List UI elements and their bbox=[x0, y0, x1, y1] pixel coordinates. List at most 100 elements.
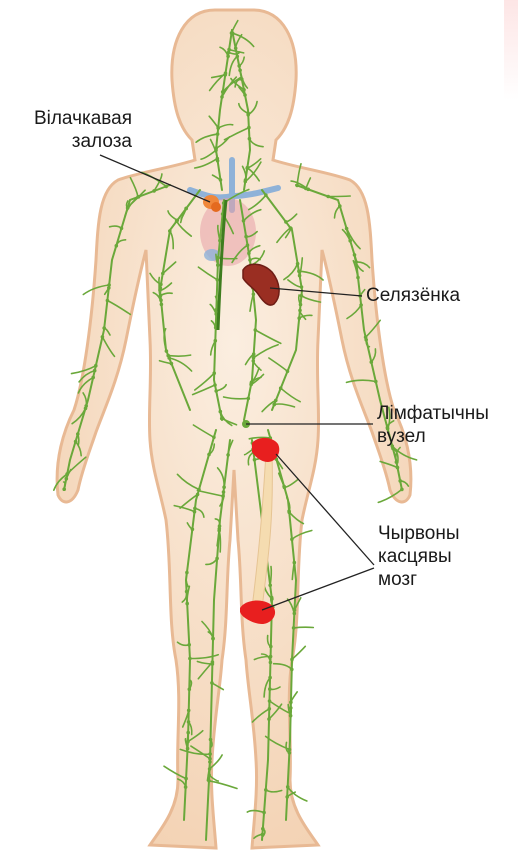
label-lymph-node-line-1: Лімфатычны bbox=[377, 402, 489, 425]
lymph-node-dot bbox=[286, 370, 290, 374]
lymph-node-dot bbox=[248, 258, 252, 262]
lymph-node-dot bbox=[193, 510, 197, 514]
lymph-branch bbox=[328, 196, 350, 197]
lymph-node-dot bbox=[185, 571, 189, 575]
lymph-node-dot bbox=[234, 47, 238, 51]
lymph-node-dot bbox=[268, 676, 272, 680]
lymph-node-dot bbox=[185, 602, 189, 606]
lymph-node-dot bbox=[214, 339, 218, 343]
lymph-node-dot bbox=[359, 303, 363, 307]
lymph-node-dot bbox=[84, 404, 88, 408]
lymph-node-dot bbox=[184, 785, 188, 789]
lymph-node-dot bbox=[252, 352, 256, 356]
lymph-node-dot bbox=[166, 354, 170, 358]
lymph-node-dot bbox=[269, 655, 273, 659]
lymph-branch bbox=[294, 627, 314, 628]
lymph-node-dot bbox=[74, 440, 78, 444]
lymph-node-dot bbox=[264, 193, 268, 197]
lymph-node-dot bbox=[226, 55, 230, 59]
lymph-node-dot bbox=[222, 485, 226, 489]
lymph-node-dot bbox=[215, 557, 219, 561]
lymph-node-dot bbox=[287, 509, 291, 513]
lymph-node-dot bbox=[269, 661, 273, 665]
lymph-node-dot bbox=[289, 227, 293, 231]
lymph-node-dot bbox=[214, 389, 218, 393]
lymph-node-dot bbox=[345, 227, 349, 231]
lymph-node-dot bbox=[289, 701, 293, 705]
lymph-node-dot bbox=[188, 688, 192, 692]
lymph-node-dot bbox=[65, 472, 69, 476]
lymph-node-dot bbox=[242, 219, 246, 223]
lymph-node-dot bbox=[247, 252, 251, 256]
lymph-node-dot bbox=[299, 303, 303, 307]
lymph-node-dot bbox=[244, 178, 248, 182]
lymph-node-dot bbox=[216, 132, 220, 136]
lymph-node-dot bbox=[398, 479, 402, 483]
lymph-node-dot bbox=[212, 436, 216, 440]
lymph-node-dot bbox=[208, 752, 212, 756]
lymph-node-dot bbox=[364, 338, 368, 342]
lymph-node-dot bbox=[293, 561, 297, 565]
lymph-node-dot bbox=[102, 326, 106, 330]
lymph-node-dot bbox=[288, 751, 292, 755]
lymph-node-dot bbox=[115, 244, 119, 248]
lymph-node-dot bbox=[219, 410, 223, 414]
lymph-node-dot bbox=[188, 657, 192, 661]
lymph-node-dot bbox=[326, 195, 330, 199]
lymph-node-dot bbox=[196, 493, 200, 497]
lymph-node-dot bbox=[170, 362, 174, 366]
lymph-node-dot bbox=[293, 608, 297, 612]
lymph-node-dot bbox=[216, 278, 220, 282]
lymph-node-dot bbox=[297, 269, 301, 273]
lymph-node-dot bbox=[207, 779, 211, 783]
lymph-node-dot bbox=[165, 349, 169, 353]
lymph-node-dot bbox=[268, 699, 272, 703]
lymph-node-dot bbox=[370, 360, 374, 364]
lymph-node-dot bbox=[249, 383, 253, 387]
lymph-node-dot bbox=[221, 494, 225, 498]
lymph-node-dot bbox=[356, 276, 360, 280]
lymph-node-dot bbox=[226, 453, 230, 457]
lymph-node-dot bbox=[222, 490, 226, 494]
lymph-node-dot bbox=[248, 137, 252, 141]
lymph-node-dot bbox=[286, 785, 290, 789]
lymph-node-dot bbox=[106, 299, 110, 303]
lymph-node-dot bbox=[298, 309, 302, 313]
label-lymph-node: Лімфатычны вузел bbox=[377, 402, 489, 448]
lymph-node-dot bbox=[293, 612, 297, 616]
lymph-node-dot bbox=[292, 626, 296, 630]
label-spleen: Селязёнка bbox=[366, 284, 460, 307]
lymph-node-dot bbox=[187, 709, 191, 713]
lymph-node-dot bbox=[216, 263, 220, 267]
lymph-node-dot bbox=[247, 126, 251, 130]
lymph-node-dot bbox=[288, 748, 292, 752]
lymph-node-dot bbox=[297, 316, 301, 320]
label-thymus-line-2: залоза bbox=[8, 130, 132, 153]
label-marrow-line-2: касцявы bbox=[378, 545, 459, 568]
lymph-node-dot bbox=[338, 204, 342, 208]
lymph-node-dot bbox=[300, 285, 304, 289]
lymph-node-dot bbox=[253, 458, 257, 462]
lymph-node-dot bbox=[160, 303, 164, 307]
lymph-node-dot bbox=[227, 51, 231, 55]
lymph-node-dot bbox=[270, 597, 274, 601]
lymph-node-dot bbox=[354, 260, 358, 264]
label-marrow-line-3: мозг bbox=[378, 568, 459, 591]
lymph-node-dot bbox=[221, 90, 225, 94]
lymph-node-dot bbox=[207, 453, 211, 457]
lymph-node-dot bbox=[274, 399, 278, 403]
lymph-node-dot bbox=[262, 811, 266, 815]
lymph-node-dot bbox=[290, 668, 294, 672]
label-thymus-line-1: Вілачкавая bbox=[8, 107, 132, 130]
lymph-node-dot bbox=[126, 205, 130, 209]
lymph-node-dot bbox=[94, 364, 98, 368]
lymph-node-dot bbox=[264, 788, 268, 792]
lymph-node-dot bbox=[101, 335, 105, 339]
lymph-node-dot bbox=[290, 658, 294, 662]
lymph-node-dot bbox=[231, 32, 235, 36]
lymph-node-dot bbox=[279, 386, 283, 390]
lymph-node-dot bbox=[185, 590, 189, 594]
lymph-node-dot bbox=[220, 95, 224, 99]
label-marrow-line-1: Чырвоны bbox=[378, 522, 459, 545]
